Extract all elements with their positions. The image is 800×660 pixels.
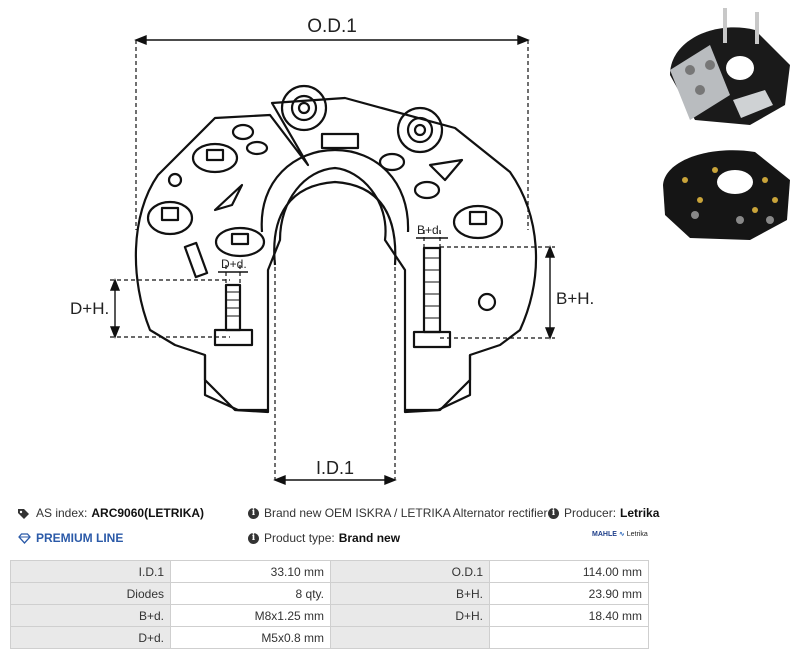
table-row: I.D.1 33.10 mm O.D.1 114.00 mm xyxy=(10,560,649,583)
producer-info: i Producer: Letrika xyxy=(548,506,659,520)
as-index-value: ARC9060(LETRIKA) xyxy=(91,506,205,520)
spec-value: M8x1.25 mm xyxy=(170,604,331,627)
spec-value: M5x0.8 mm xyxy=(170,626,331,649)
spec-label: B+H. xyxy=(330,582,490,605)
brand-mark-icon: ∿ xyxy=(618,531,625,538)
spec-label: D+d. xyxy=(10,626,171,649)
producer-label: Producer: xyxy=(564,506,617,520)
product-photo-bottom xyxy=(663,150,790,240)
premium-line-badge: PREMIUM LINE xyxy=(18,531,123,545)
spec-label: B+d. xyxy=(10,604,171,627)
product-type-label: Product type: xyxy=(264,531,335,545)
table-row: Diodes 8 qty. B+H. 23.90 mm xyxy=(10,582,649,605)
brand-logo: MAHLE ∿ Letrika xyxy=(592,530,648,539)
as-index-info: AS index: ARC9060(LETRIKA) xyxy=(18,506,204,520)
spec-label xyxy=(330,626,490,649)
diamond-icon xyxy=(18,532,31,544)
premium-label: PREMIUM LINE xyxy=(36,531,124,545)
spec-table: I.D.1 33.10 mm O.D.1 114.00 mm Diodes 8 … xyxy=(10,560,649,649)
as-index-label: AS index: xyxy=(36,506,88,520)
table-row: D+d. M5x0.8 mm xyxy=(10,626,649,649)
spec-value: 33.10 mm xyxy=(170,560,331,583)
table-row: B+d. M8x1.25 mm D+H. 18.40 mm xyxy=(10,604,649,627)
info-icon: i xyxy=(548,507,559,519)
center-bore xyxy=(273,180,397,266)
spec-label: O.D.1 xyxy=(330,560,490,583)
spec-value: 114.00 mm xyxy=(489,560,649,583)
od-label: O.D.1 xyxy=(307,16,357,37)
description-info: i Brand new OEM ISKRA / LETRIKA Alternat… xyxy=(248,506,547,520)
producer-value: Letrika xyxy=(620,506,660,520)
description-text: Brand new OEM ISKRA / LETRIKA Alternator… xyxy=(264,506,548,520)
spec-label: I.D.1 xyxy=(10,560,171,583)
product-type-value: Brand new xyxy=(338,531,401,545)
brand-right: Letrika xyxy=(626,530,648,538)
brand-left: MAHLE xyxy=(592,530,617,538)
spec-value xyxy=(489,626,649,649)
product-photo-top xyxy=(670,8,790,125)
spec-value: 8 qty. xyxy=(170,582,331,605)
spec-label: Diodes xyxy=(10,582,171,605)
tag-icon xyxy=(18,508,29,519)
bh-label: B+H. xyxy=(556,289,594,308)
spec-value: 23.90 mm xyxy=(489,582,649,605)
dd-label: D+d. xyxy=(221,257,247,271)
bd-label: B+d. xyxy=(417,223,442,237)
rectifier-outline xyxy=(134,96,538,414)
dh-label: D+H. xyxy=(70,299,109,318)
spec-value: 18.40 mm xyxy=(489,604,649,627)
technical-drawing: O.D.1 I.D.1 D+H. D+d. B+d. B+H. xyxy=(70,16,594,486)
id-label: I.D.1 xyxy=(316,458,354,478)
spec-label: D+H. xyxy=(330,604,490,627)
info-icon: i xyxy=(248,532,259,544)
product-type-info: i Product type: Brand new xyxy=(248,531,400,545)
info-icon: i xyxy=(248,507,259,519)
